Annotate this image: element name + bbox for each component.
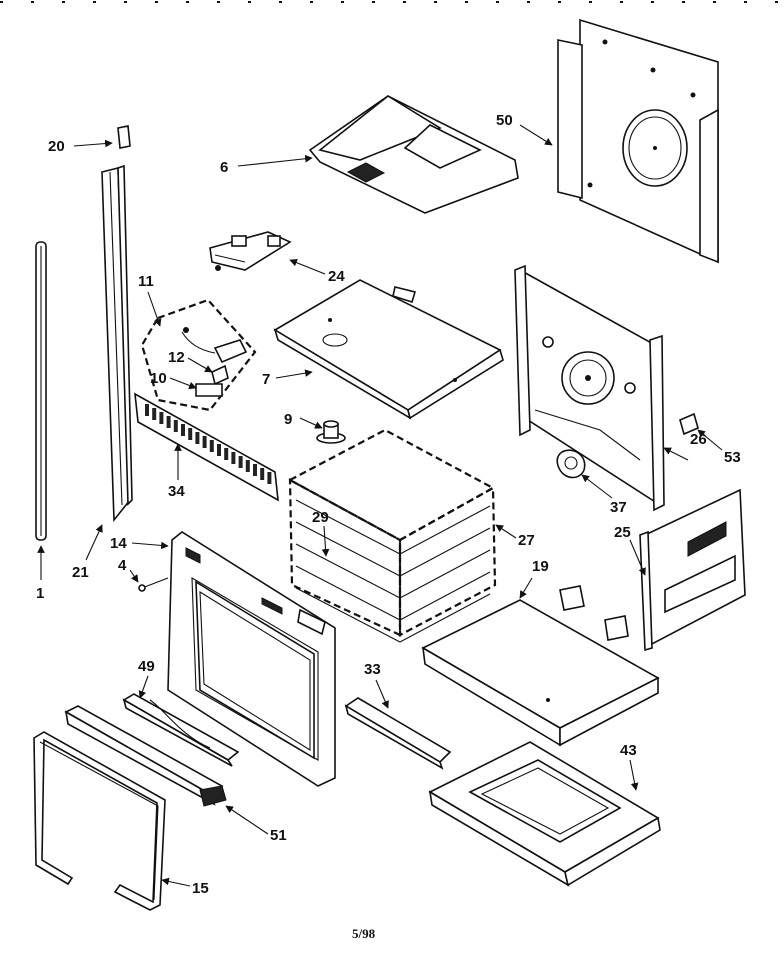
- grille-slot: [159, 412, 164, 424]
- liner-rack-rail: [295, 499, 491, 555]
- grille-slot: [181, 424, 185, 436]
- part-49-trim: [122, 693, 240, 767]
- part-20-clip: [117, 125, 131, 149]
- grille-slot: [260, 468, 265, 480]
- part-11-harness-group: [140, 298, 257, 412]
- leader-24: [289, 258, 326, 275]
- callout-34: 34: [168, 483, 185, 500]
- callout-15: 15: [192, 880, 209, 897]
- leader-33: [375, 679, 389, 709]
- grille-slot: [173, 420, 178, 432]
- leader-10: [169, 377, 197, 390]
- grille-slot: [209, 440, 214, 452]
- leader-29: [321, 525, 330, 557]
- callouts: 20 6 50 24 11 12 10 7 9 34 29 27 53 26 3…: [36, 112, 741, 897]
- part-24-switch-bracket: [209, 231, 292, 271]
- grille-slot: [145, 404, 149, 416]
- callout-19: 19: [532, 558, 549, 575]
- callout-4: 4: [118, 557, 127, 574]
- callout-49: 49: [138, 658, 155, 675]
- liner-rack-rail: [295, 587, 491, 643]
- part-9-socket: [316, 420, 346, 444]
- leader-15: [161, 877, 191, 887]
- callout-10: 10: [150, 370, 167, 387]
- callout-1: 1: [36, 585, 44, 602]
- leader-27: [495, 524, 517, 539]
- leader-49: [138, 675, 149, 699]
- callout-33: 33: [364, 661, 381, 678]
- callout-24: 24: [328, 268, 345, 285]
- callout-50: 50: [496, 112, 513, 129]
- leader-50: [519, 124, 553, 146]
- leader-4: [129, 569, 139, 583]
- leader-51: [225, 805, 269, 835]
- grille-slot: [195, 432, 200, 444]
- leader-37: [581, 474, 613, 499]
- leader-21: [85, 524, 103, 561]
- callout-29: 29: [312, 509, 329, 526]
- callout-26: 26: [690, 431, 707, 448]
- liner-rack-rail: [295, 565, 491, 621]
- grille-slot: [231, 452, 236, 464]
- callout-25: 25: [614, 524, 631, 541]
- grille-slot: [166, 416, 171, 428]
- callout-6: 6: [220, 159, 228, 176]
- leader-14: [131, 541, 169, 550]
- leader-11: [147, 291, 162, 327]
- callout-14: 14: [110, 535, 127, 552]
- leader-6: [237, 154, 313, 167]
- grille-slot: [267, 472, 272, 484]
- leader-19: [519, 577, 533, 599]
- leader-43: [629, 759, 639, 791]
- callout-21: 21: [72, 564, 89, 581]
- grille-slot: [152, 408, 157, 420]
- liner-rack-rail: [295, 521, 491, 577]
- part-53-bracket: [679, 412, 699, 436]
- page-number: 5/98: [352, 926, 376, 941]
- grille-slot: [245, 460, 250, 472]
- part-34-vent-grille: [134, 392, 279, 502]
- leader-12: [187, 357, 213, 373]
- part-33-trim: [344, 697, 452, 770]
- grille-slot: [253, 464, 257, 476]
- part-15-door-gasket: [33, 731, 166, 911]
- leader-25: [629, 539, 646, 576]
- leader-53: [697, 429, 723, 451]
- part-51-handle: [64, 705, 227, 807]
- grille-slot: [188, 428, 193, 440]
- part-50-rear-panel: [557, 18, 719, 264]
- part-37-gasket: [556, 449, 586, 479]
- part-27-oven-liner: [287, 428, 497, 643]
- callout-53: 53: [724, 449, 741, 466]
- grille-slot: [224, 448, 229, 460]
- callout-43: 43: [620, 742, 637, 759]
- grille-slot: [202, 436, 207, 448]
- part-4-screw: [138, 577, 169, 592]
- part-7-top-panel: [273, 279, 504, 420]
- leader-26: [663, 447, 689, 461]
- part-25-side-panel: [639, 488, 746, 652]
- callout-9: 9: [284, 411, 292, 428]
- leader-9: [299, 417, 323, 429]
- callout-7: 7: [262, 371, 270, 388]
- part-43-base-pan: [428, 741, 661, 887]
- grille-slot: [238, 456, 243, 468]
- callout-37: 37: [610, 499, 627, 516]
- liner-rack-rail: [295, 543, 491, 599]
- part-26-side-panel: [514, 264, 665, 512]
- callout-27: 27: [518, 532, 535, 549]
- callout-20: 20: [48, 138, 65, 155]
- callout-12: 12: [168, 349, 185, 366]
- leader-7: [275, 369, 313, 379]
- part-1-gasket-strip: [35, 241, 47, 541]
- part-6-top-duct: [308, 95, 519, 214]
- part-14-door-frame: [167, 531, 336, 787]
- callout-11: 11: [138, 273, 154, 290]
- part-19-bottom-panel: [421, 585, 660, 747]
- leader-20: [73, 139, 113, 148]
- part-21-side-trim: [101, 164, 133, 523]
- callout-51: 51: [270, 827, 287, 844]
- grille-slot: [217, 444, 221, 456]
